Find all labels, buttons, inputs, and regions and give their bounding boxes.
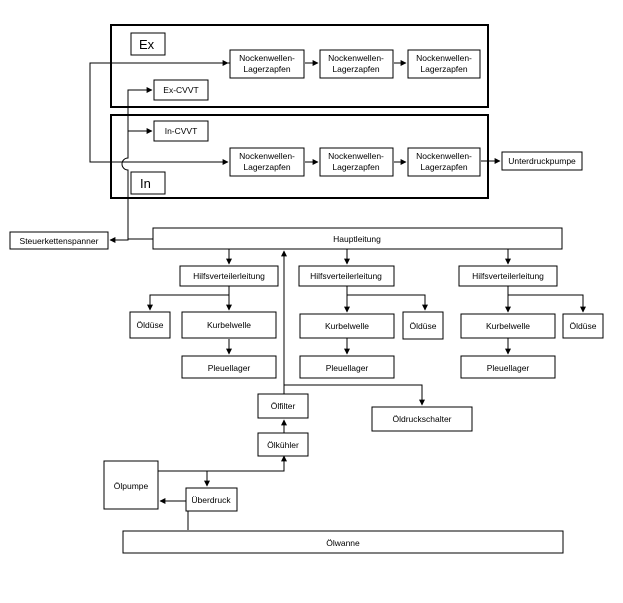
svg-text:Ex-CVVT: Ex-CVVT <box>163 85 198 95</box>
node-aux-2: Hilfsverteilerleitung <box>298 265 395 287</box>
svg-text:Überdruck: Überdruck <box>191 495 231 505</box>
intake-group-label: In <box>130 171 166 195</box>
node-ex-cam3: Nockenwellen- Lagerzapfen <box>407 49 481 79</box>
node-aux-3: Hilfsverteilerleitung <box>458 265 558 287</box>
node-crank-3: Kurbelwelle <box>460 313 556 339</box>
svg-text:Öldruckschalter: Öldruckschalter <box>392 414 451 424</box>
node-oil-pan: Ölwanne <box>122 530 564 554</box>
svg-text:Lagerzapfen: Lagerzapfen <box>332 64 380 74</box>
node-nozzle-3: Öldüse <box>562 313 604 339</box>
svg-text:Hilfsverteilerleitung: Hilfsverteilerleitung <box>472 271 544 281</box>
intake-group-label-text: In <box>140 176 151 191</box>
edge-aux1-split <box>147 286 230 311</box>
svg-text:Pleuellager: Pleuellager <box>487 363 530 373</box>
node-aux-1: Hilfsverteilerleitung <box>179 265 279 287</box>
svg-text:Öldüse: Öldüse <box>137 320 164 330</box>
svg-text:Hilfsverteilerleitung: Hilfsverteilerleitung <box>193 271 265 281</box>
node-in-cam2: Nockenwellen- Lagerzapfen <box>319 147 394 177</box>
svg-text:Kurbelwelle: Kurbelwelle <box>325 321 369 331</box>
svg-text:Nockenwellen-: Nockenwellen- <box>328 151 384 161</box>
connectors <box>89 60 586 530</box>
node-crank-2: Kurbelwelle <box>299 313 395 339</box>
node-nozzle-1: Öldüse <box>129 311 171 339</box>
intake-camshaft-group <box>110 114 489 199</box>
svg-text:Lagerzapfen: Lagerzapfen <box>332 162 380 172</box>
svg-text:Steuerkettenspanner: Steuerkettenspanner <box>20 236 99 246</box>
node-conrod-2: Pleuellager <box>299 355 395 379</box>
node-crank-1: Kurbelwelle <box>181 311 277 339</box>
edge-pan-pump <box>159 498 189 530</box>
node-oil-cooler: Ölkühler <box>257 432 309 457</box>
svg-text:Ölpumpe: Ölpumpe <box>114 481 149 491</box>
exhaust-group-label: Ex <box>130 32 166 56</box>
node-ex-cam2: Nockenwellen- Lagerzapfen <box>319 49 394 79</box>
svg-text:Ölkühler: Ölkühler <box>267 440 299 450</box>
node-vacuum-pump: Unterdruckpumpe <box>501 151 583 171</box>
svg-text:Unterdruckpumpe: Unterdruckpumpe <box>508 156 576 166</box>
node-oil-pump: Ölpumpe <box>103 460 159 510</box>
svg-text:In-CVVT: In-CVVT <box>165 126 198 136</box>
node-relief-valve: Überdruck <box>185 487 238 512</box>
svg-text:Hauptleitung: Hauptleitung <box>333 234 381 244</box>
node-in-cam3: Nockenwellen- Lagerzapfen <box>407 147 481 177</box>
edge-feed-cam-rows <box>89 62 230 163</box>
edge-main-tensioner <box>109 237 153 243</box>
svg-text:Nockenwellen-: Nockenwellen- <box>328 53 384 63</box>
node-in-cam1: Nockenwellen- Lagerzapfen <box>229 147 305 177</box>
node-ex-cam1: Nockenwellen- Lagerzapfen <box>229 49 305 79</box>
svg-text:Pleuellager: Pleuellager <box>326 363 369 373</box>
svg-text:Pleuellager: Pleuellager <box>208 363 251 373</box>
svg-text:Nockenwellen-: Nockenwellen- <box>239 53 295 63</box>
edge-filter-pressure-switch <box>284 384 425 406</box>
node-conrod-3: Pleuellager <box>460 355 556 379</box>
svg-text:Ölfilter: Ölfilter <box>271 401 296 411</box>
svg-text:Nockenwellen-: Nockenwellen- <box>416 151 472 161</box>
svg-text:Öldüse: Öldüse <box>570 321 597 331</box>
node-chain-tensioner: Steuerkettenspanner <box>9 231 109 250</box>
edge-aux2-split <box>346 286 428 311</box>
edge-pump-cooler <box>158 455 287 472</box>
svg-text:Kurbelwelle: Kurbelwelle <box>486 321 530 331</box>
edge-aux3-split <box>507 286 586 313</box>
svg-text:Öldüse: Öldüse <box>410 321 437 331</box>
node-ex-cvvt: Ex-CVVT <box>153 79 209 101</box>
node-oil-filter: Ölfilter <box>257 393 309 419</box>
svg-text:Nockenwellen-: Nockenwellen- <box>239 151 295 161</box>
svg-text:Nockenwellen-: Nockenwellen- <box>416 53 472 63</box>
node-in-cvvt: In-CVVT <box>153 120 209 142</box>
node-conrod-1: Pleuellager <box>181 355 277 379</box>
svg-text:Kurbelwelle: Kurbelwelle <box>207 320 251 330</box>
svg-text:Ölwanne: Ölwanne <box>326 538 360 548</box>
svg-text:Lagerzapfen: Lagerzapfen <box>243 64 291 74</box>
edge-feed-cvvt <box>121 87 153 240</box>
svg-text:Lagerzapfen: Lagerzapfen <box>420 64 468 74</box>
node-oil-pressure-switch: Öldruckschalter <box>371 406 473 432</box>
node-main-gallery: Hauptleitung <box>152 227 563 250</box>
svg-text:Lagerzapfen: Lagerzapfen <box>243 162 291 172</box>
svg-text:Hilfsverteilerleitung: Hilfsverteilerleitung <box>310 271 382 281</box>
exhaust-camshaft-group <box>110 24 489 108</box>
svg-text:Lagerzapfen: Lagerzapfen <box>420 162 468 172</box>
exhaust-group-label-text: Ex <box>139 37 155 52</box>
node-nozzle-2: Öldüse <box>402 311 444 340</box>
